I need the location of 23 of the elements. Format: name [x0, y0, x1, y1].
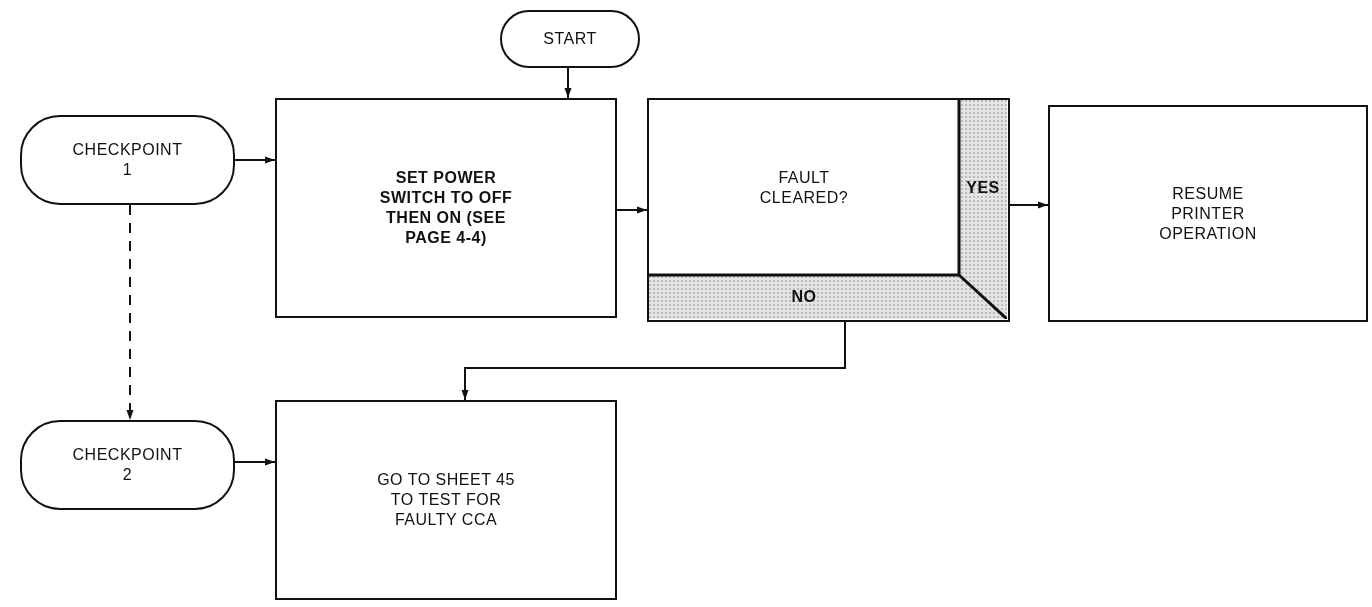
arrow — [461, 321, 846, 401]
node-label: CHECKPOINT 2 — [71, 445, 184, 485]
node-label: START — [542, 29, 598, 49]
arrow — [564, 67, 572, 99]
terminator-shape — [20, 115, 235, 205]
branch-label: YES — [965, 177, 1001, 198]
process-box — [275, 98, 617, 318]
arrow — [234, 156, 276, 164]
arrow — [234, 458, 276, 466]
question-text: FAULT CLEARED? — [758, 167, 850, 208]
arrow — [1009, 201, 1049, 209]
node-label: RESUME PRINTER OPERATION — [1158, 183, 1258, 244]
decision-box — [647, 98, 1010, 322]
process-box — [1048, 105, 1368, 322]
terminator-shape — [20, 420, 235, 510]
dashed-arrow — [126, 204, 134, 421]
arrow — [616, 206, 648, 214]
process-box — [275, 400, 617, 600]
node-label: GO TO SHEET 45 TO TEST FOR FAULTY CCA — [376, 470, 516, 530]
terminator-shape — [500, 10, 640, 68]
node-label: CHECKPOINT 1 — [71, 140, 184, 180]
node-label: SET POWER SWITCH TO OFF THEN ON (SEE PAGE 4-4) — [378, 168, 514, 248]
branch-label: NO — [790, 287, 818, 307]
